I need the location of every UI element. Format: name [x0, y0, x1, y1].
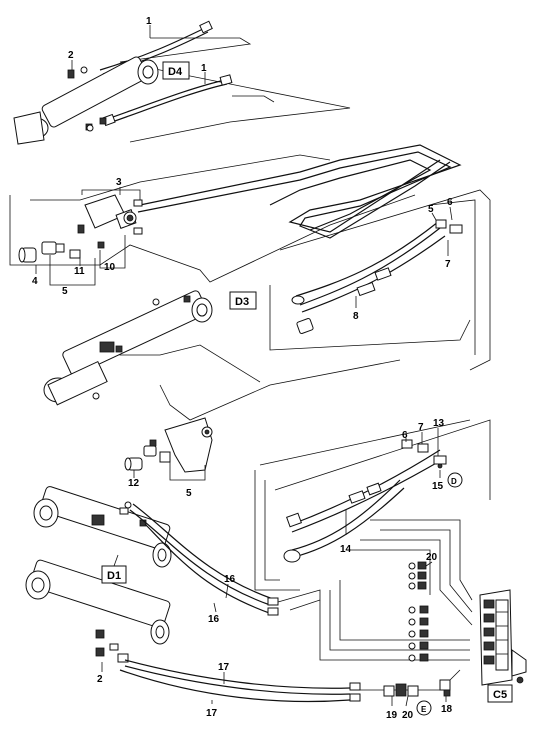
callout-3: 3 [116, 177, 122, 188]
callout-8: 7 [445, 259, 451, 270]
callout-7-lower: 7 [418, 422, 424, 433]
label-group-mid-lower: 12 5 [128, 462, 206, 499]
callout-13: 13 [433, 418, 445, 429]
control-valve-c5 [479, 589, 527, 686]
callout-20-lower: 20 [402, 710, 414, 721]
circle-ref-e [416, 700, 432, 716]
ref-box-d3 [229, 291, 257, 310]
callout-16-b: 16 [208, 614, 220, 625]
callout-17-b: 17 [206, 708, 218, 719]
callout-4: 4 [32, 276, 38, 287]
ref-box-c5-label: C5 [493, 689, 507, 701]
label-group-right-upper: 5 6 7 8 [353, 197, 453, 322]
callout-15: 15 [432, 481, 444, 492]
top-outline [119, 37, 351, 143]
ref-d3: D3 [229, 291, 257, 310]
fittings-4-5-11 [18, 241, 81, 263]
callout-17-a: 17 [218, 662, 230, 673]
circle-ref-e-label: E [421, 705, 427, 714]
label-group-bottom: D1 16 16 17 17 2 [97, 554, 236, 719]
ref-box-d3-label: D3 [235, 296, 249, 308]
circle-ref-d [447, 472, 463, 488]
callout-7-top: 6 [447, 197, 453, 208]
label-group-mid: 3 4 5 10 11 [32, 177, 141, 297]
ref-box-c5 [487, 684, 513, 703]
fittings-18-19 [383, 679, 451, 697]
valve-block-3 [77, 194, 143, 249]
right-outline-lower [254, 419, 491, 591]
callout-12: 12 [128, 478, 140, 489]
callout-6-top: 5 [428, 204, 434, 215]
fittings-column [408, 605, 429, 662]
callout-9: 8 [353, 311, 359, 322]
label-group-top: 1 1 2 D4 [68, 16, 207, 84]
mid-outline [9, 154, 416, 421]
callout-5-lower: 5 [186, 488, 192, 499]
hoses-17 [119, 659, 361, 703]
fittings-20-upper [408, 561, 427, 590]
right-outline-upper [269, 189, 491, 371]
callout-10: 10 [104, 262, 116, 273]
callout-11: 11 [74, 266, 85, 277]
label-group-c5: 20 C5 19 20 E 18 [386, 552, 513, 721]
cylinder-d4 [13, 56, 159, 145]
cylinder-lower-d1 [25, 559, 171, 663]
callout-1-top: 1 [146, 16, 152, 27]
hose-9-assembly [291, 219, 463, 334]
ref-box-d1-label: D1 [107, 570, 121, 582]
callout-18: 18 [441, 704, 453, 715]
ref-box-d4-label: D4 [168, 66, 183, 78]
label-group-right-lower: 6 7 13 15 D 14 [340, 418, 463, 555]
callout-19: 19 [386, 710, 398, 721]
callout-2-top: 2 [68, 50, 74, 61]
cylinder-d3 [43, 290, 213, 406]
callout-2-bottom: 2 [97, 674, 103, 685]
callout-6-lower: 6 [402, 430, 408, 441]
callout-16-a: 16 [224, 574, 236, 585]
cylinder-upper-d1 [33, 486, 172, 568]
callout-1-lower: 1 [201, 63, 207, 74]
callout-5-top: 5 [62, 286, 68, 297]
valve-block-5-lower [124, 417, 213, 473]
circle-ref-d-label: D [451, 477, 457, 486]
serpentine-hose-upper [137, 144, 462, 239]
ref-box-d4 [162, 61, 190, 80]
hoses-16 [129, 503, 321, 616]
hose-14-assembly [283, 439, 447, 563]
callout-20-upper: 20 [426, 552, 438, 563]
callout-14: 14 [340, 544, 352, 555]
